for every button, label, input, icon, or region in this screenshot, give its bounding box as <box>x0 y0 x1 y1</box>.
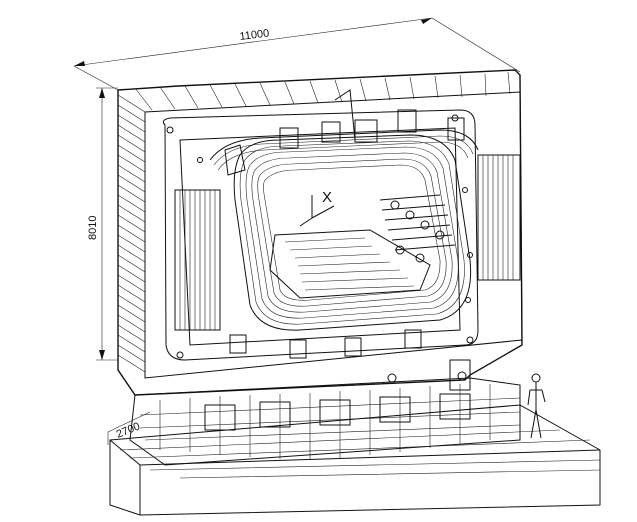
x-axis-label: X <box>322 189 332 206</box>
dimension-width-label: 11000 <box>239 27 270 43</box>
dimension-height: 8010 <box>87 87 118 361</box>
dimension-width: 11000 <box>73 17 521 91</box>
yoke-plates-right <box>477 154 521 281</box>
magnet-yoke <box>117 69 523 396</box>
top-brackets <box>224 89 465 176</box>
coil-windings <box>209 129 479 331</box>
floor-base <box>109 404 601 516</box>
yoke-hatching-top <box>134 71 511 111</box>
human-scale-figure <box>527 373 546 439</box>
support-structure <box>129 371 521 466</box>
dimension-height-label: 8010 <box>87 216 99 240</box>
yoke-hatching-left <box>117 94 146 373</box>
terminal-array <box>379 194 456 263</box>
coordinate-axes: X <box>299 189 335 227</box>
yoke-plates-left <box>174 189 221 331</box>
yoke-bolts <box>166 114 474 359</box>
